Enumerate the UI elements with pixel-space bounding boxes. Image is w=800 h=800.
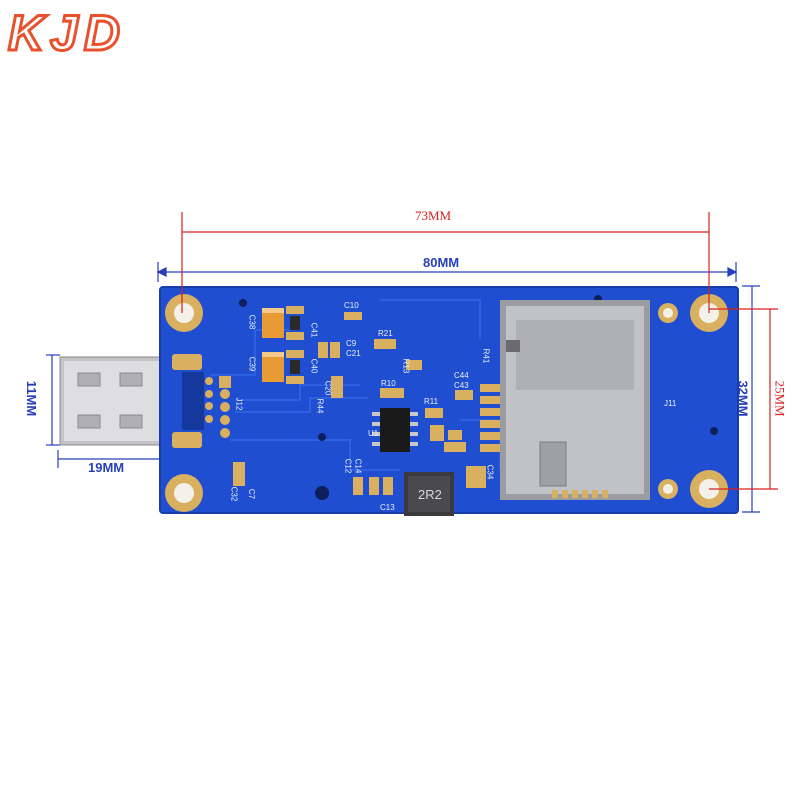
silk-u1: U1 — [368, 429, 379, 438]
inductor-2r2 — [404, 472, 454, 516]
silk-c44: C44 — [454, 371, 469, 380]
small-pad-top — [658, 303, 678, 323]
label-25mm: 25MM — [772, 380, 788, 417]
dimension-11mm — [46, 354, 60, 446]
usb-tabs — [172, 354, 204, 448]
dimension-32mm — [742, 285, 760, 513]
silk-c40: C40 — [309, 358, 319, 374]
silk-c21: C21 — [346, 349, 361, 358]
silk-c10: C10 — [344, 301, 359, 310]
dimension-73mm — [181, 212, 710, 313]
silk-r13: R13 — [401, 358, 411, 374]
dimension-25mm — [709, 308, 778, 490]
dimension-80mm — [156, 262, 738, 282]
label-19mm: 19MM — [88, 460, 125, 475]
silk-j12: J12 — [234, 397, 244, 411]
silk-r10: R10 — [381, 379, 396, 388]
small-pad-bottom — [658, 479, 678, 499]
tantalum-cap-c39 — [262, 352, 284, 382]
label-32mm: 32MM — [735, 380, 751, 417]
tantalum-cap-c38 — [262, 308, 284, 338]
silk-c12: C12 — [343, 458, 353, 474]
silk-c32: C32 — [229, 486, 239, 502]
silk-c7: C7 — [247, 488, 257, 500]
silk-c38: C38 — [247, 314, 257, 330]
silk-c34: C34 — [485, 464, 495, 480]
header-pins — [205, 376, 231, 438]
silk-c39: C39 — [247, 356, 257, 372]
ic-u1 — [372, 408, 418, 452]
mount-hole-top-left — [165, 294, 203, 332]
silk-c14: C14 — [353, 458, 363, 474]
silk-c9: C9 — [346, 339, 357, 348]
label-11mm: 11MM — [24, 380, 40, 417]
silk-r44: R44 — [315, 398, 325, 414]
label-80mm: 80MM — [423, 255, 460, 270]
silk-c13: C13 — [380, 503, 395, 512]
silk-c20: C20 — [323, 380, 333, 396]
silk-j11: J11 — [664, 399, 677, 408]
mount-hole-bottom-left — [165, 474, 203, 512]
silk-r41: R41 — [481, 348, 491, 364]
silk-c41: C41 — [309, 322, 319, 338]
brand-logo: KJD — [6, 5, 127, 61]
silk-r21: R21 — [378, 329, 393, 338]
label-73mm: 73MM — [415, 208, 452, 223]
sim-card-slot — [500, 300, 650, 500]
smd-components — [233, 306, 504, 495]
silk-r11: R11 — [424, 397, 439, 406]
silk-c43: C43 — [454, 381, 469, 390]
inductor-label: 2R2 — [418, 487, 442, 502]
